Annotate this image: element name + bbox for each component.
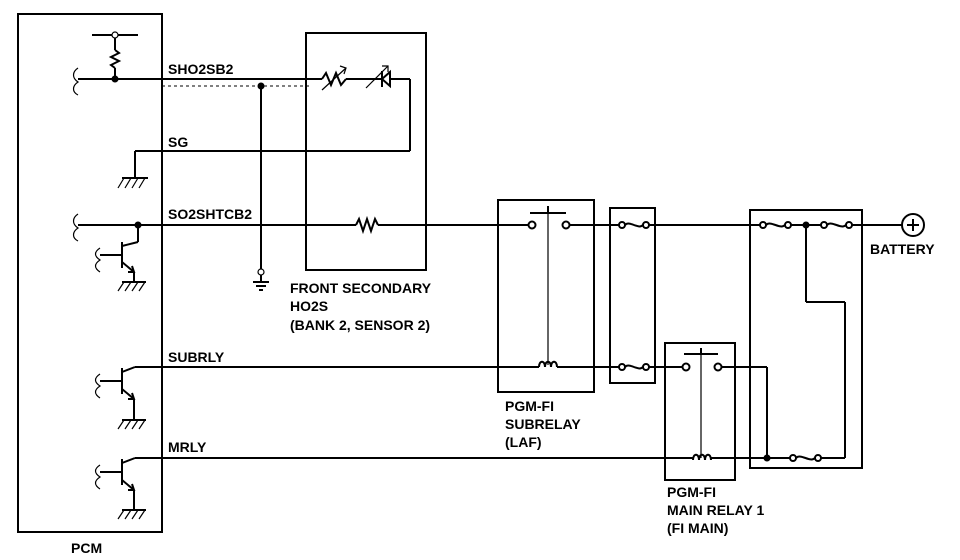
subrly-wire xyxy=(94,366,684,430)
so2shtcb2-wire xyxy=(72,213,530,292)
pcm-box xyxy=(17,13,163,533)
pullup-resistor xyxy=(92,31,138,79)
label-subrly: SUBRLY xyxy=(168,349,225,365)
fuse-box-2 xyxy=(749,209,902,469)
sho2sb2-wire xyxy=(72,65,411,151)
label-subrelay-line3: (LAF) xyxy=(505,434,542,450)
label-mainrelay-line1: PGM-FI xyxy=(667,484,716,500)
fuse-block-1 xyxy=(609,207,760,384)
label-subrelay-line2: SUBRELAY xyxy=(505,416,581,432)
label-sg: SG xyxy=(168,134,189,150)
shield-ground xyxy=(253,86,269,291)
sg-wire xyxy=(117,150,410,189)
subrelay xyxy=(497,199,622,393)
label-sensor-line3: (BANK 2, SENSOR 2) xyxy=(290,317,431,333)
label-pcm: PCM xyxy=(71,540,103,556)
sensor-box xyxy=(305,32,427,271)
label-battery: BATTERY xyxy=(870,241,935,257)
label-mainrelay-line2: MAIN RELAY 1 xyxy=(667,502,765,518)
label-subrelay-line1: PGM-FI xyxy=(505,398,554,414)
label-sensor-line1: FRONT SECONDARY xyxy=(290,280,432,296)
label-so2shtcb2: SO2SHTCB2 xyxy=(168,206,253,222)
label-mainrelay-line3: (FI MAIN) xyxy=(667,520,729,536)
battery-terminal xyxy=(901,213,925,237)
label-mrly: MRLY xyxy=(168,439,207,455)
main-relay xyxy=(664,342,768,481)
label-sensor-line2: HO2S xyxy=(290,298,329,314)
label-sho2sb2: SHO2SB2 xyxy=(168,61,234,77)
